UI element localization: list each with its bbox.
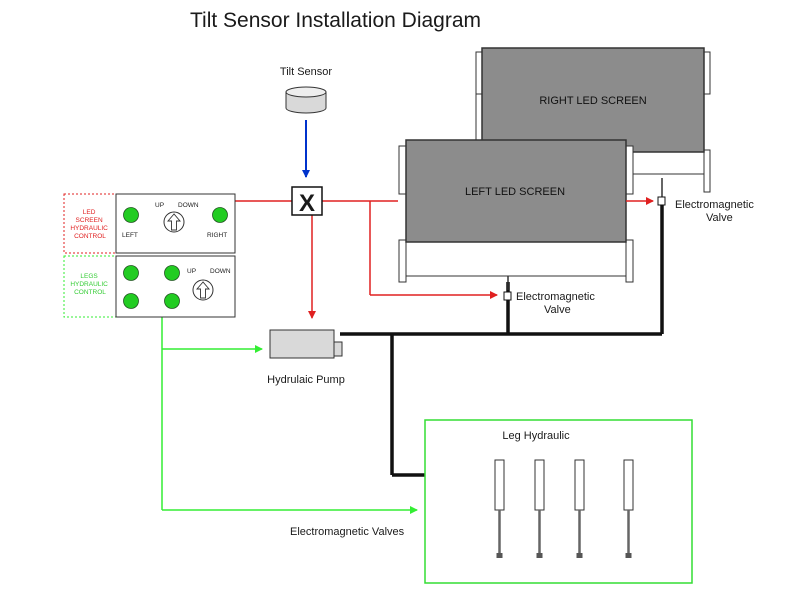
led-screen-circuit: [235, 197, 654, 319]
legs-button-4[interactable]: [164, 293, 180, 309]
led-right-label: RIGHT: [207, 232, 227, 239]
junction-mark: X: [299, 190, 315, 217]
leg-hydraulic-box: Leg Hydraulic: [424, 419, 693, 584]
right-screen-valve: [657, 196, 666, 206]
led-control-label: LED SCREEN HYDRAULIC CONTROL: [70, 209, 109, 240]
left-screen-label: LEFT LED SCREEN: [465, 186, 565, 198]
leg-cylinder: [623, 459, 634, 558]
left-screen-valve: [503, 291, 512, 301]
legs-button-1[interactable]: [123, 265, 139, 281]
led-left-label: LEFT: [122, 232, 138, 239]
hydraulic-pump: [269, 329, 343, 359]
tilt-sensor: Tilt Sensor: [280, 66, 333, 114]
leg-cylinder: [494, 459, 505, 558]
left-screen-panel: [405, 139, 627, 243]
sensor-junction-box: X: [291, 186, 323, 217]
right-screen-label: RIGHT LED SCREEN: [539, 95, 646, 107]
left-led-screen: LEFT LED SCREEN: [398, 139, 634, 283]
legs-button-3[interactable]: [123, 293, 139, 309]
tilt-sensor-icon: [285, 92, 327, 114]
up-arrow-icon: [196, 281, 210, 299]
leg-cylinder: [534, 459, 545, 558]
legs-button-2[interactable]: [164, 265, 180, 281]
leg-hydraulic-title: Leg Hydraulic: [502, 430, 570, 442]
led-up-down-selector[interactable]: [163, 211, 185, 233]
legs-down-label: DOWN: [210, 268, 231, 275]
right-screen-panel: [481, 47, 705, 153]
legs-control-label: LEGS HYDRAULIC CONTROL: [70, 273, 109, 296]
pump-label: Hydrulaic Pump: [267, 374, 345, 386]
tilt-sensor-label: Tilt Sensor: [280, 66, 333, 78]
right-valve-label-line1: Electromagnetic: [675, 199, 754, 211]
diagram-title: Tilt Sensor Installation Diagram: [190, 9, 481, 32]
right-valve-label-line2: Valve: [706, 212, 733, 224]
up-arrow-icon: [167, 213, 181, 231]
led-down-label: DOWN: [178, 202, 199, 209]
led-control-label-box: [63, 193, 117, 254]
legs-control-label-box: [63, 255, 117, 318]
left-valve-label-line1: Electromagnetic: [516, 291, 595, 303]
led-up-label: UP: [155, 202, 164, 209]
legs-up-label: UP: [187, 268, 196, 275]
led-left-button[interactable]: [123, 207, 139, 223]
led-right-button[interactable]: [212, 207, 228, 223]
legs-circuit: [161, 316, 418, 514]
hydraulic-lines: [340, 202, 664, 477]
legs-up-down-selector[interactable]: [192, 279, 214, 301]
leg-cylinder: [574, 459, 585, 558]
left-valve-label-line2: Valve: [544, 304, 571, 316]
legs-valves-label: Electromagnetic Valves: [290, 526, 405, 538]
control-panel: LED SCREEN HYDRAULIC CONTROL LEGS HYDRAU…: [63, 193, 236, 318]
